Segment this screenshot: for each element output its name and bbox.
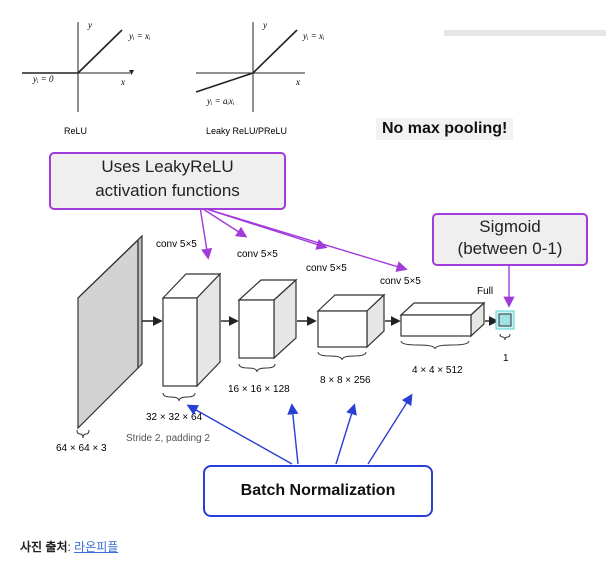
relu-positive-line	[77, 29, 123, 74]
image-credit: 사진 출처: 라온피플	[20, 538, 118, 555]
full-label: Full	[477, 286, 493, 297]
block3: 8 × 8 × 256 conv 5×5	[306, 263, 386, 386]
leaky-pos-label: yᵢ = xᵢ	[302, 31, 325, 41]
batchnorm-arrows	[186, 393, 413, 465]
block4-top	[399, 302, 486, 316]
leaky-y-label: y	[262, 20, 267, 30]
bn-arrow-block2	[287, 403, 299, 465]
credit-separator: :	[67, 540, 75, 554]
leaky-neg-label: yᵢ = aᵢxᵢ	[206, 96, 235, 106]
leaky-arrow-conv2	[199, 206, 248, 238]
block2: 16 × 16 × 128 conv 5×5	[228, 249, 298, 395]
block2-dim: 16 × 16 × 128	[228, 384, 290, 395]
stride-note: Stride 2, padding 2	[126, 433, 210, 444]
block1-brace	[162, 392, 196, 402]
block4-front	[400, 314, 472, 337]
gray-bar	[444, 30, 606, 36]
output-cell	[498, 313, 512, 327]
batch-normalization-label: Batch Normalization	[240, 482, 396, 499]
block1-front	[162, 297, 198, 387]
block3-dim: 8 × 8 × 256	[320, 375, 371, 386]
input-slab-side	[137, 234, 143, 370]
block2-front	[238, 299, 275, 359]
block4-brace	[400, 340, 470, 350]
credit-prefix: 사진 출처	[20, 540, 68, 554]
block3-brace	[317, 351, 367, 361]
leaky-x-label: x	[295, 77, 300, 87]
leaky-name: Leaky ReLU/PReLU	[206, 126, 287, 136]
relu-arrow-icon	[129, 70, 134, 75]
input-brace	[76, 429, 90, 439]
sigmoid-callout-line1: Sigmoid	[479, 217, 541, 236]
input-layer: 64 × 64 × 3	[56, 234, 143, 454]
relu-pos-label: yᵢ = xᵢ	[128, 31, 151, 41]
block4: 4 × 4 × 512 conv 5×5	[380, 276, 486, 376]
conv1-label: conv 5×5	[156, 239, 197, 250]
leaky-relu-callout: Uses LeakyReLU activation functions	[49, 152, 286, 210]
block2-brace	[238, 363, 276, 373]
conv3-label: conv 5×5	[306, 263, 347, 274]
output-brace	[499, 333, 511, 341]
batch-normalization-box: Batch Normalization	[203, 465, 433, 517]
leaky-positive-line	[252, 29, 298, 74]
input-dim: 64 × 64 × 3	[56, 443, 107, 454]
conv2-label: conv 5×5	[237, 249, 278, 260]
block1: 32 × 32 × 64 Stride 2, padding 2 conv 5×…	[126, 239, 222, 444]
leaky-arrows	[199, 206, 408, 272]
leaky-arrow-conv4	[199, 206, 408, 272]
sigmoid-callout-line2: (between 0-1)	[457, 239, 563, 258]
no-max-pooling-note: No max pooling!	[376, 118, 514, 140]
leaky-callout-line1: Uses LeakyReLU	[101, 157, 234, 176]
relu-zero-label: yᵢ = 0	[32, 74, 54, 84]
bn-arrow-block1	[186, 404, 293, 465]
block1-dim: 32 × 32 × 64	[146, 412, 203, 423]
sigmoid-callout: Sigmoid (between 0-1)	[432, 213, 588, 266]
relu-plot: y x yᵢ = xᵢ yᵢ = 0 ReLU	[22, 20, 151, 136]
leaky-relu-plot: y x yᵢ = xᵢ yᵢ = aᵢxᵢ Leaky ReLU/PReLU	[195, 20, 325, 136]
leaky-callout-line2: activation functions	[95, 181, 240, 200]
relu-name: ReLU	[64, 126, 87, 136]
leaky-negative-line	[195, 72, 254, 93]
bn-arrow-block4	[367, 393, 413, 465]
conv4-label: conv 5×5	[380, 276, 421, 287]
relu-y-label: y	[87, 20, 92, 30]
leaky-arrow-conv1	[199, 206, 213, 260]
block3-front	[317, 310, 368, 348]
bn-arrow-block3	[335, 403, 357, 465]
credit-link[interactable]: 라온피플	[74, 540, 119, 554]
output-dim: 1	[503, 353, 509, 364]
output-unit: 1 Full	[477, 286, 515, 364]
relu-x-label: x	[120, 77, 125, 87]
block4-dim: 4 × 4 × 512	[412, 365, 463, 376]
